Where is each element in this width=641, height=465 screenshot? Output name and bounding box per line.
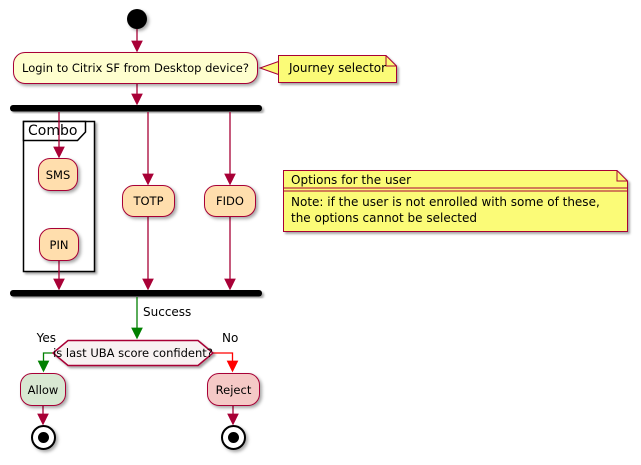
note-journey-fold: [385, 55, 397, 67]
note-options-fold: [616, 170, 628, 182]
start-node: [127, 9, 147, 29]
note-journey-connector: [258, 60, 279, 76]
success-label: Success: [143, 305, 192, 319]
activity-totp: TOTP: [122, 185, 175, 217]
partition-combo-label: Combo: [28, 123, 78, 139]
fork-bar: [10, 105, 262, 112]
activity-pin: PIN: [39, 228, 79, 261]
end-node-reject: [220, 424, 246, 450]
activity-login: Login to Citrix SF from Desktop device?: [13, 52, 258, 84]
end-node-allow: [30, 424, 56, 450]
activity-sms: SMS: [38, 158, 78, 191]
arrow-no: [213, 352, 239, 373]
partition-combo-tab: [22, 120, 87, 142]
note-options-title: Options for the user: [291, 173, 412, 187]
note-journey-text: Journey selector: [289, 61, 387, 75]
activity-reject: Reject: [207, 373, 260, 406]
no-label: No: [222, 331, 239, 345]
note-options-body: Note: if the user is not enrolled with s…: [291, 195, 600, 225]
note-options-shape: [283, 170, 628, 232]
note-journey-shape: [278, 55, 397, 83]
activity-fido: FIDO: [204, 185, 256, 217]
decision-label: is last UBA score confident?: [53, 346, 213, 360]
arrow-yes: [37, 352, 53, 373]
yes-label: Yes: [36, 331, 56, 345]
note-options-divider: [283, 187, 628, 192]
activity-allow: Allow: [20, 373, 66, 406]
join-bar: [10, 290, 262, 297]
decision-shape: [51, 339, 215, 367]
